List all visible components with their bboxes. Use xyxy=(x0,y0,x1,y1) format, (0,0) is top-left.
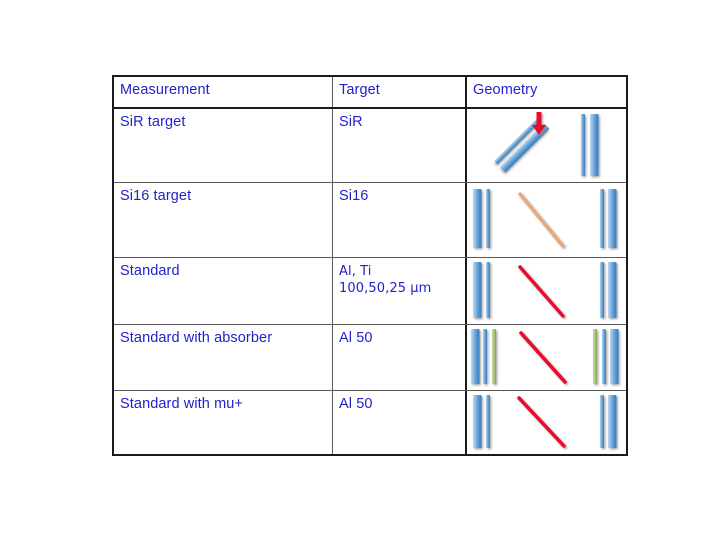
vertical-thick-bar xyxy=(610,329,619,384)
vertical-thin-bar xyxy=(600,189,604,248)
geometry-diagram-si16-target xyxy=(467,183,626,257)
red-diagonal-track xyxy=(518,265,565,318)
cell-measurement: SiR target xyxy=(114,109,333,182)
tan-diagonal-track xyxy=(518,192,565,248)
left-detector-group xyxy=(473,395,490,448)
target-label: Al 50 xyxy=(339,396,373,412)
cell-measurement: Standard with mu+ xyxy=(114,391,333,454)
vertical-thin-bar xyxy=(600,395,604,448)
target-label: Si16 xyxy=(339,188,369,204)
table-row: SiR target SiR xyxy=(114,109,626,183)
column-header-target-label: Target xyxy=(339,82,380,98)
column-header-measurement: Measurement xyxy=(114,77,333,107)
vertical-thick-bar xyxy=(608,189,617,248)
geometry-svg xyxy=(473,189,617,248)
cell-target: Al 50 xyxy=(333,391,467,454)
vertical-thick-bar xyxy=(473,262,482,318)
left-detector-group xyxy=(471,329,496,384)
right-detector-group xyxy=(600,395,617,448)
tilted-thin-bar xyxy=(494,117,541,165)
vertical-thick-bar xyxy=(471,329,480,384)
geometry-diagram-standard xyxy=(467,258,626,324)
red-down-arrow xyxy=(532,112,546,135)
table-row: Si16 target Si16 xyxy=(114,183,626,258)
vertical-thin-bar xyxy=(602,329,606,384)
right-detector-group xyxy=(581,114,599,176)
cell-measurement: Standard with absorber xyxy=(114,325,333,390)
column-header-measurement-label: Measurement xyxy=(120,82,210,98)
target-label: Al 50 xyxy=(339,330,373,346)
vertical-thick-bar xyxy=(473,395,482,448)
vertical-thick-bar xyxy=(608,395,617,448)
geometry-svg xyxy=(471,329,619,384)
green-absorber-bar xyxy=(492,329,496,384)
cell-geometry xyxy=(467,325,626,390)
table-row: Standard Al, Ti 100,50,25 μm xyxy=(114,258,626,325)
column-header-target: Target xyxy=(333,77,467,107)
cell-geometry xyxy=(467,183,626,257)
right-detector-group xyxy=(593,329,619,384)
geometry-svg xyxy=(473,262,617,318)
cell-target: SiR xyxy=(333,109,467,182)
geometry-comparison-table: Measurement Target Geometry SiR target S… xyxy=(112,75,628,456)
cell-target: Al 50 xyxy=(333,325,467,390)
left-detector-group xyxy=(473,262,490,318)
vertical-thin-bar xyxy=(581,114,585,176)
table-row: Standard with absorber Al 50 xyxy=(114,325,626,391)
red-diagonal-track xyxy=(517,396,566,448)
table-row: Standard with mu+ Al 50 xyxy=(114,391,626,454)
vertical-thin-bar xyxy=(483,329,487,384)
right-detector-group xyxy=(600,189,617,248)
target-label: SiR xyxy=(339,114,363,130)
cell-geometry xyxy=(467,109,626,182)
geometry-diagram-standard-with-absorber xyxy=(467,325,626,390)
left-detector-group xyxy=(473,189,490,248)
table-header-row: Measurement Target Geometry xyxy=(114,77,626,109)
cell-target: Si16 xyxy=(333,183,467,257)
measurement-label: Si16 target xyxy=(120,188,192,204)
green-absorber-bar xyxy=(593,329,597,384)
column-header-geometry-label: Geometry xyxy=(473,82,538,98)
cell-geometry xyxy=(467,258,626,324)
cell-measurement: Si16 target xyxy=(114,183,333,257)
tilted-target-group xyxy=(494,117,549,173)
tilted-thick-bar xyxy=(500,123,549,173)
measurement-label: SiR target xyxy=(120,114,186,130)
measurement-label: Standard with absorber xyxy=(120,330,273,346)
geometry-diagram-standard-with-mu xyxy=(467,391,626,454)
geometry-diagram-sir-target xyxy=(467,109,626,182)
target-label: Al, Ti 100,50,25 μm xyxy=(339,264,432,296)
measurement-label: Standard xyxy=(120,263,180,279)
right-detector-group xyxy=(600,262,617,318)
vertical-thin-bar xyxy=(486,395,490,448)
vertical-thin-bar xyxy=(486,262,490,318)
red-diagonal-track xyxy=(519,331,567,384)
vertical-thick-bar xyxy=(608,262,617,318)
column-header-geometry: Geometry xyxy=(467,77,626,107)
vertical-thin-bar xyxy=(600,262,604,318)
cell-target: Al, Ti 100,50,25 μm xyxy=(333,258,467,324)
vertical-thin-bar xyxy=(486,189,490,248)
vertical-thick-bar xyxy=(590,114,599,176)
geometry-svg xyxy=(494,112,599,176)
cell-geometry xyxy=(467,391,626,454)
vertical-thick-bar xyxy=(473,189,482,248)
measurement-label: Standard with mu+ xyxy=(120,396,244,412)
cell-measurement: Standard xyxy=(114,258,333,324)
geometry-svg xyxy=(473,395,617,448)
